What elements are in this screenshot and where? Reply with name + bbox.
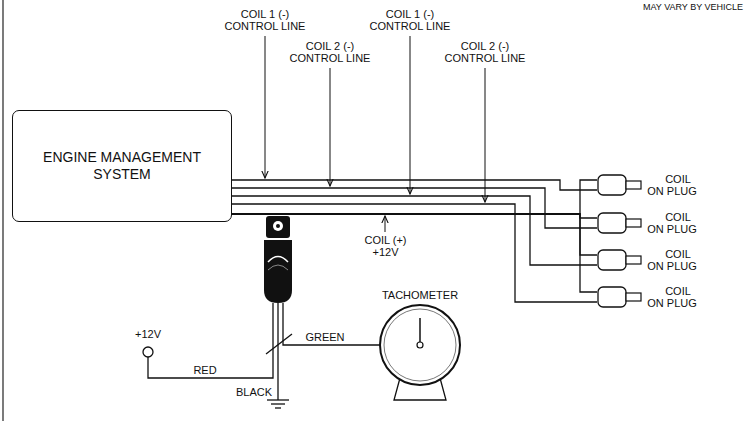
engine-management-box: ENGINE MANAGEMENT SYSTEM — [12, 110, 232, 222]
signal-name: COIL 2 (-) CONTROL LINE — [440, 40, 530, 64]
gauge-rim — [380, 305, 460, 385]
coil-label: COIL ON PLUG — [645, 173, 699, 197]
coil-body — [598, 175, 626, 195]
green-wire — [283, 303, 380, 345]
coil-symbol — [597, 173, 643, 197]
wire-break-slash — [266, 334, 292, 354]
leader-arrows — [265, 36, 485, 232]
note-text: MAY VARY BY VEHICLE — [560, 1, 743, 13]
needle-hub — [417, 342, 423, 348]
coil-body — [598, 287, 626, 307]
plug-boot — [626, 293, 641, 301]
red-wire — [148, 303, 273, 378]
coil-label: COIL ON PLUG — [645, 248, 699, 272]
black-wire — [277, 303, 278, 400]
signal-name: COIL 1 (-) CONTROL LINE — [220, 8, 310, 32]
supply-wire — [232, 180, 597, 214]
coil-on-plug: COIL ON PLUG — [597, 211, 701, 235]
coil-symbol — [597, 285, 643, 309]
supply-wire — [232, 214, 597, 255]
page-frame — [2, 0, 3, 421]
control-wire — [232, 196, 597, 265]
coil-label: COIL ON PLUG — [645, 285, 699, 309]
wire-color: GREEN — [300, 331, 350, 343]
tachometer-gauge: TACHOMETER — [370, 288, 470, 406]
voltage-label: +12V — [128, 328, 168, 340]
control-wire — [232, 188, 597, 228]
coil-body — [598, 250, 626, 270]
ground-symbol — [267, 400, 289, 408]
coil-symbol — [597, 211, 643, 235]
signal-name: COIL 1 (-) CONTROL LINE — [365, 8, 455, 32]
supply-terminal — [143, 347, 153, 357]
plug-boot — [626, 256, 641, 264]
control-wire — [232, 204, 597, 302]
wire-color: BLACK — [230, 386, 272, 398]
coil-on-plug: COIL ON PLUG — [597, 173, 701, 197]
coil-symbol — [597, 248, 643, 272]
adapter-wires — [148, 303, 380, 400]
gauge-needle — [419, 318, 421, 345]
plug-boot — [626, 181, 641, 189]
box-title: ENGINE MANAGEMENT SYSTEM — [35, 149, 210, 183]
gauge-drawing — [370, 288, 470, 406]
gauge-title: TACHOMETER — [370, 289, 470, 301]
wire-color: RED — [185, 364, 225, 376]
coil-body — [598, 213, 626, 233]
plug-boot — [626, 219, 641, 227]
signal-name: COIL (+) +12V — [358, 234, 413, 258]
coil-on-plug: COIL ON PLUG — [597, 248, 701, 272]
coil-label: COIL ON PLUG — [645, 211, 699, 235]
gauge-face — [384, 309, 456, 381]
coil-on-plug: COIL ON PLUG — [597, 285, 701, 309]
supply-wire — [232, 214, 597, 292]
signal-name: COIL 2 (-) CONTROL LINE — [285, 40, 375, 64]
tach-adapter — [264, 216, 292, 303]
